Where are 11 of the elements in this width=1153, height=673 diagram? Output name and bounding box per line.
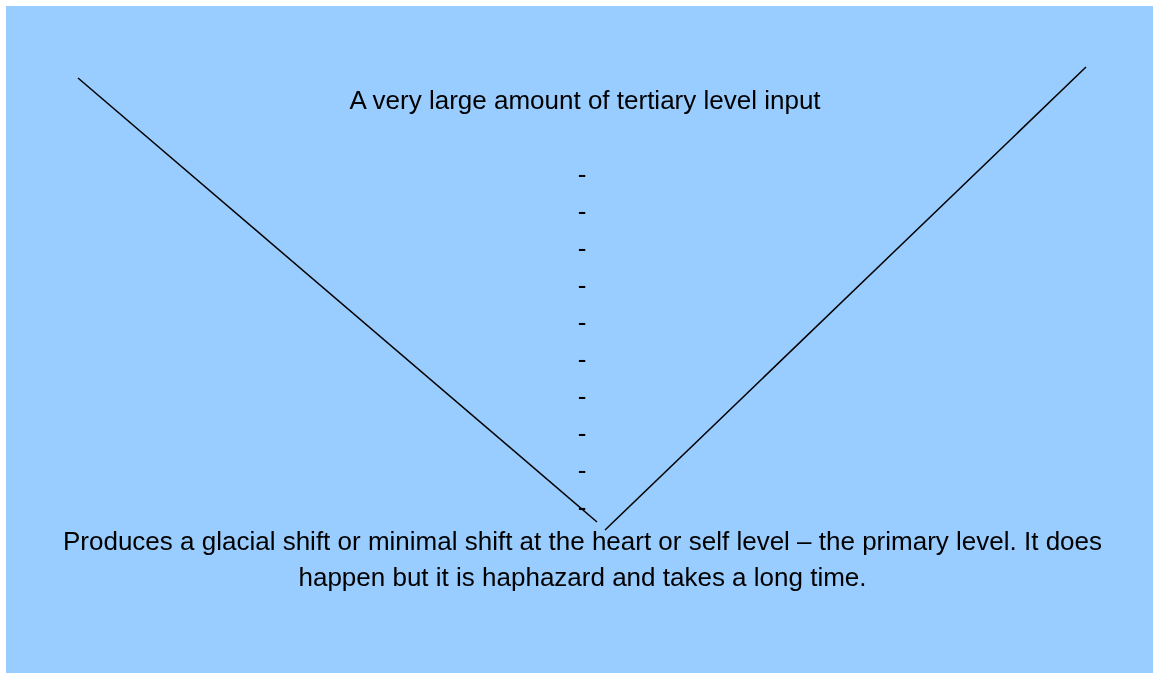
dash-mark: - (576, 380, 588, 413)
dash-mark: - (576, 454, 588, 487)
dash-mark: - (576, 306, 588, 339)
dash-mark: - (576, 195, 588, 228)
description-text: Produces a glacial shift or minimal shift at the heart or self level – the primary level. It does happen but it is haphazard and takes a long time. (62, 525, 1103, 594)
dash-mark: - (576, 269, 588, 302)
dash-mark: - (576, 343, 588, 376)
dash-mark: - (576, 232, 588, 265)
dash-mark: - (576, 417, 588, 450)
dash-mark: - (576, 158, 588, 191)
heading-text: A very large amount of tertiary level input (348, 84, 822, 117)
